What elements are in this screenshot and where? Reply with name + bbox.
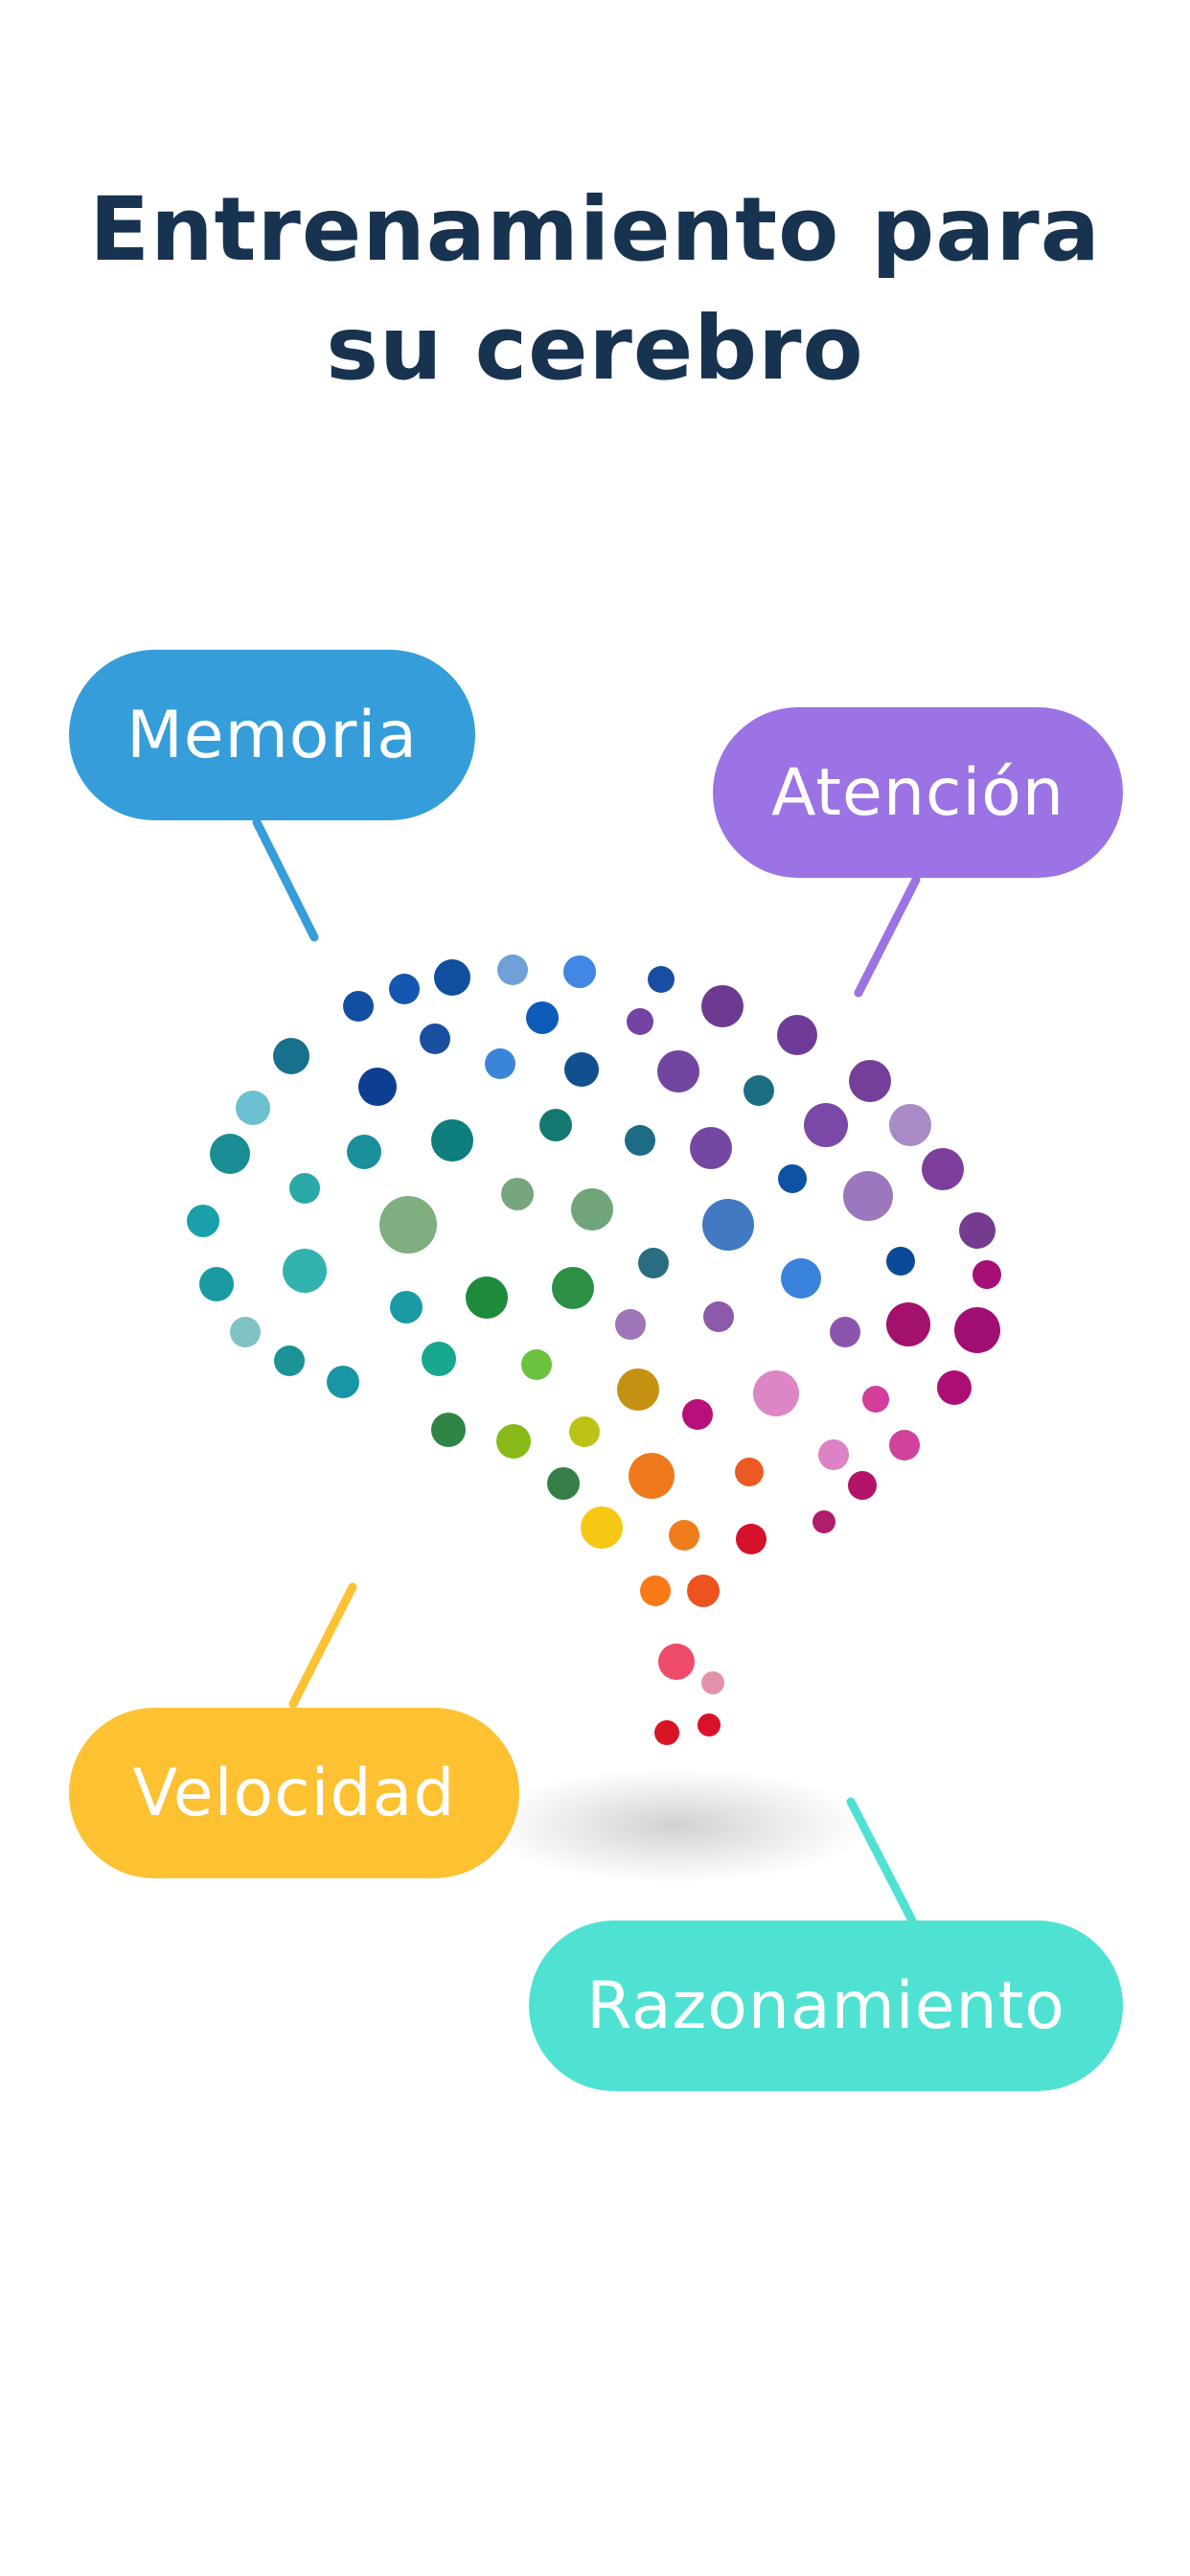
atencion-connector [854,875,921,998]
razonamiento-tag: Razonamiento [529,1920,1123,2091]
brain-shadow [484,1768,867,1883]
memoria-label: Memoria [126,697,418,773]
razonamiento-connector [846,1797,917,1925]
velocidad-connector [288,1582,357,1709]
atencion-label: Atención [771,754,1064,831]
memoria-connector [252,817,319,942]
brain-dots [187,954,1001,1745]
page-title: Entrenamiento para su cerebro [89,178,1101,400]
razonamiento-label: Razonamiento [586,1967,1065,2044]
velocidad-label: Velocidad [132,1755,456,1831]
atencion-tag: Atención [713,707,1123,878]
velocidad-tag: Velocidad [69,1708,519,1878]
memoria-tag: Memoria [69,650,475,820]
